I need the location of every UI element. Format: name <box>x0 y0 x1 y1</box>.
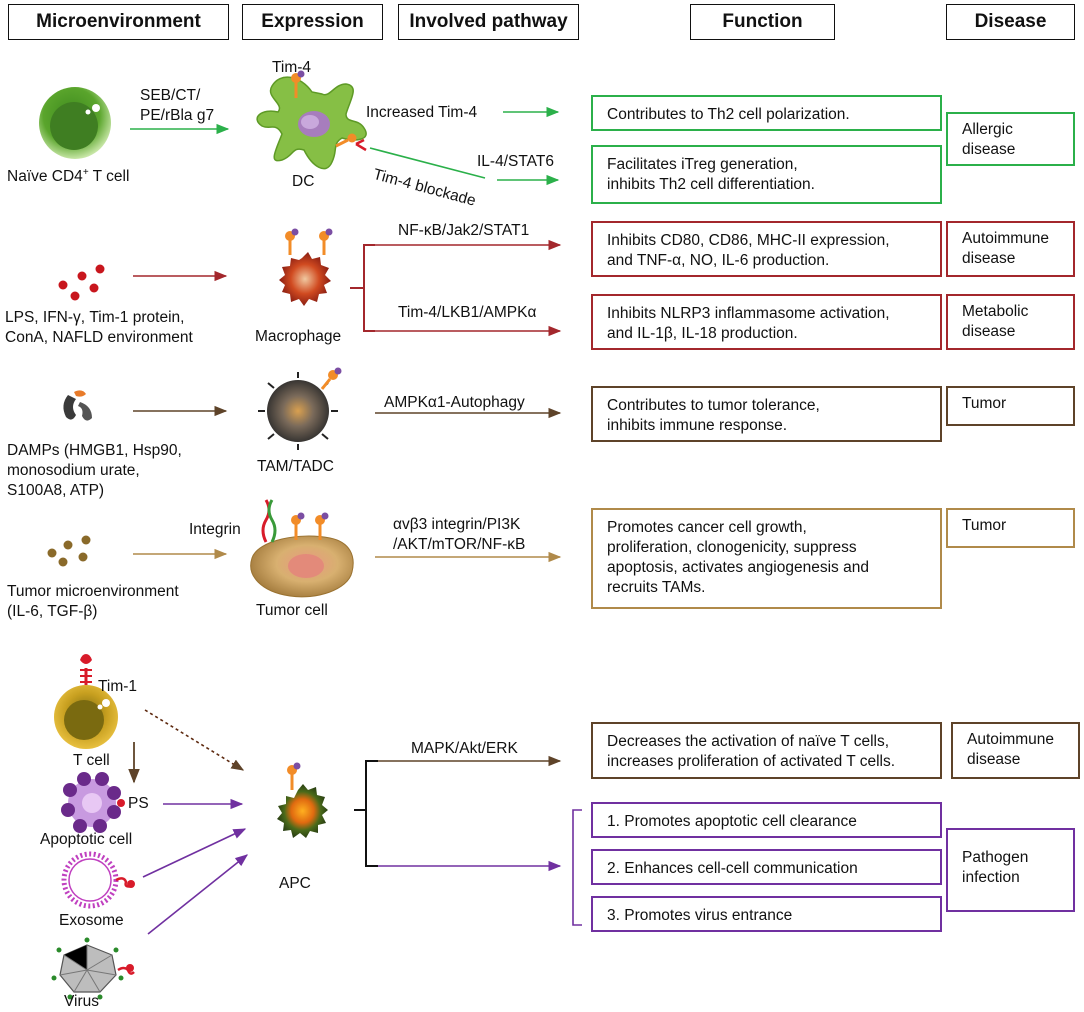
tumor-cell-label: Tumor cell <box>256 602 328 619</box>
dc-label: DC <box>292 173 315 190</box>
function-naive-t-activation: Decreases the activation of naïve T cell… <box>591 722 942 779</box>
function-apoptotic-clearance: 1. Promotes apoptotic cell clearance <box>591 802 942 838</box>
function-th2-polarization: Contributes to Th2 cell polarization. <box>591 95 942 131</box>
apoptotic-cell-icon <box>61 772 125 833</box>
pathway-mapk: MAPK/Akt/ERK <box>411 740 518 757</box>
row2-bracket <box>363 244 375 332</box>
macrophage-icon <box>279 228 333 306</box>
t-cell-icon <box>54 654 118 749</box>
il4-stat6-label: IL-4/STAT6 <box>477 153 554 170</box>
row3-stimulus: DAMPs (HMGB1, Hsp90,monosodium urate,S10… <box>7 442 182 499</box>
virus-icon <box>51 937 135 1000</box>
row1-stimulus: SEB/CT/PE/rBla g7 <box>140 87 215 124</box>
header-disease: Disease <box>946 4 1075 40</box>
pathway-nfkb: NF-κB/Jak2/STAT1 <box>398 222 530 239</box>
exosome-icon <box>61 851 135 909</box>
ps-label: PS <box>128 795 149 812</box>
disease-tumor-2: Tumor <box>946 508 1075 548</box>
function-inhibits-cd80: Inhibits CD80, CD86, MHC-II expression,a… <box>591 221 942 277</box>
naive-cd4-label: Naïve CD4+ T cell <box>7 167 130 186</box>
dendritic-cell-icon <box>256 70 367 170</box>
tim4-label: Tim-4 <box>272 59 312 76</box>
virus-to-apc-arrow <box>147 854 249 935</box>
t-cell-label: T cell <box>73 752 110 769</box>
macrophage-label: Macrophage <box>255 328 342 345</box>
pathway-ampk: AMPKα1-Autophagy <box>384 394 525 411</box>
header-involved-pathway: Involved pathway <box>398 4 579 40</box>
row1-blockade-line <box>369 147 486 179</box>
integrin-label: Integrin <box>189 521 241 538</box>
tumor-microenvironment-icon <box>47 535 91 567</box>
apc-label: APC <box>279 875 311 892</box>
tim1-label: Tim-1 <box>98 678 138 695</box>
header-expression: Expression <box>242 4 383 40</box>
function-inhibits-nlrp3: Inhibits NLRP3 inflammasome activation,a… <box>591 294 942 350</box>
virus-label: Virus <box>64 993 100 1010</box>
function-virus-entrance: 3. Promotes virus entrance <box>591 896 942 932</box>
pathway-tim4-lkb1: Tim-4/LKB1/AMPKα <box>398 304 537 321</box>
damps-icon <box>63 390 92 421</box>
tam-tadc-icon <box>258 367 342 450</box>
row5-bracket-upper <box>365 760 378 810</box>
tcell-to-apc-dashed <box>144 709 245 771</box>
function-cell-communication: 2. Enhances cell-cell communication <box>591 849 942 885</box>
lps-molecules-icon <box>58 264 105 301</box>
exosome-label: Exosome <box>59 912 124 929</box>
row5-bracket-lower <box>365 810 378 867</box>
row4-stimulus: Tumor microenvironment(IL-6, TGF-β) <box>7 583 179 620</box>
tam-tadc-label: TAM/TADC <box>257 458 334 475</box>
disease-tumor-1: Tumor <box>946 386 1075 426</box>
function-itreg: Facilitates iTreg generation,inhibits Th… <box>591 145 942 204</box>
increased-tim4-label: Increased Tim-4 <box>366 104 478 121</box>
naive-cd4-t-cell-icon <box>39 87 111 159</box>
header-function: Function <box>690 4 835 40</box>
row2-stimulus: LPS, IFN-γ, Tim-1 protein,ConA, NAFLD en… <box>5 309 193 346</box>
apoptotic-cell-label: Apoptotic cell <box>40 831 133 848</box>
header-microenvironment: Microenvironment <box>8 4 229 40</box>
exosome-to-apc-arrow <box>142 828 247 878</box>
pathway-integrin: αvβ3 integrin/PI3K/AKT/mTOR/NF-κB <box>393 516 526 553</box>
tumor-cell-icon <box>250 499 354 598</box>
function-tumor-tolerance: Contributes to tumor tolerance,inhibits … <box>591 386 942 442</box>
apc-icon <box>277 762 328 838</box>
row5-function-bracket <box>572 809 582 926</box>
function-cancer-growth: Promotes cancer cell growth,proliferatio… <box>591 508 942 609</box>
